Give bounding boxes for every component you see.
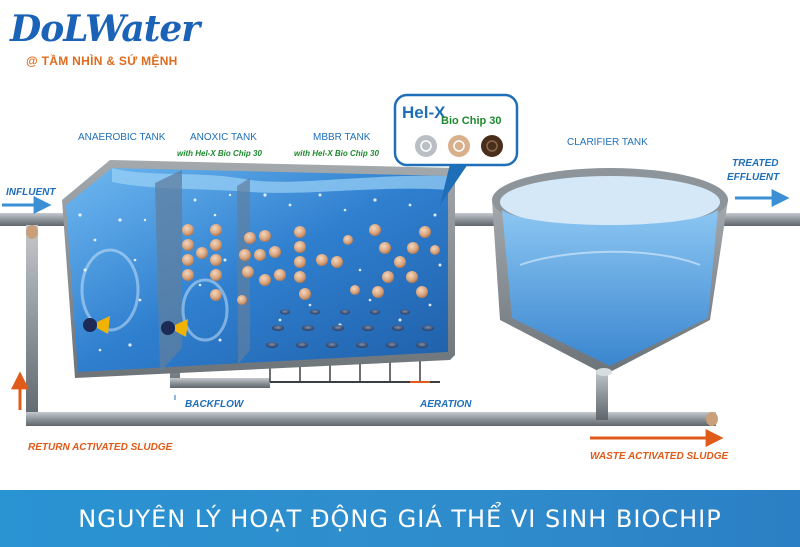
banner-title: NGUYÊN LÝ HOẠT ĐỘNG GIÁ THỂ VI SINH BIOC… bbox=[78, 504, 722, 533]
logo-tagline: @ TẦM NHÌN & SỨ MỆNH bbox=[26, 54, 178, 68]
clarifier-drain-pipe bbox=[596, 370, 608, 420]
chip-sample-grey bbox=[415, 135, 437, 157]
flow-arrows bbox=[2, 189, 790, 447]
clarifier-tank bbox=[492, 168, 728, 376]
return-sludge-riser bbox=[26, 225, 38, 425]
effluent-pipe bbox=[720, 213, 800, 226]
label-anoxic-sub: with Hel-X Bio Chip 30 bbox=[177, 149, 262, 158]
label-aeration: AERATION bbox=[419, 399, 472, 410]
brand-logo: DoLWater @ TẦM NHÌN & SỨ MỆNH bbox=[6, 2, 246, 82]
callout-product: Bio Chip 30 bbox=[441, 115, 502, 127]
chip-sample-tan bbox=[448, 135, 470, 157]
clarifier-rim-inner bbox=[500, 176, 720, 228]
title-banner: NGUYÊN LÝ HOẠT ĐỘNG GIÁ THỂ VI SINH BIOC… bbox=[0, 490, 800, 547]
mixing-swirl bbox=[80, 248, 140, 332]
air-bubbles bbox=[78, 193, 442, 352]
diagram-labels: ANAEROBIC TANK ANOXIC TANK with Hel-X Bi… bbox=[6, 132, 780, 462]
label-anaerobic-tank: ANAEROBIC TANK bbox=[78, 132, 166, 143]
label-return-sludge: RETURN ACTIVATED SLUDGE bbox=[28, 442, 173, 453]
sludge-bottom-pipe bbox=[26, 412, 716, 426]
tank-water bbox=[66, 168, 448, 372]
label-treated: TREATED bbox=[732, 158, 778, 169]
pipe-joint bbox=[706, 412, 718, 426]
label-clarifier-tank: CLARIFIER TANK bbox=[567, 137, 648, 148]
treatment-process-diagram: Hel-X Bio Chip 30 ANAEROBIC TANK ANOXIC … bbox=[0, 93, 800, 462]
label-backflow: BACKFLOW bbox=[185, 399, 245, 410]
mixer-icon bbox=[83, 316, 110, 334]
anaerobic-anoxic-divider bbox=[155, 170, 182, 372]
pipe-joint bbox=[26, 225, 38, 239]
bio-chips bbox=[182, 224, 440, 305]
mixing-swirl bbox=[181, 278, 229, 342]
label-influent: INFLUENT bbox=[6, 187, 56, 198]
clarifier-water bbox=[502, 210, 718, 366]
chip-sample-dark bbox=[481, 135, 503, 157]
label-waste-sludge: WASTE ACTIVATED SLUDGE bbox=[590, 451, 728, 462]
mixer-icon bbox=[161, 319, 188, 337]
influent-pipe bbox=[0, 213, 70, 226]
bio-chip-callout: Hel-X Bio Chip 30 bbox=[393, 93, 519, 205]
callout-brand: Hel-X bbox=[402, 103, 446, 122]
backflow-pipe bbox=[170, 378, 270, 388]
water-surface bbox=[112, 168, 448, 193]
label-mbbr-tank: MBBR TANK bbox=[313, 132, 371, 143]
bioreactor-tank bbox=[62, 160, 455, 378]
aeration-diffusers bbox=[266, 309, 434, 348]
label-effluent: EFFLUENT bbox=[727, 172, 780, 183]
label-anoxic-tank: ANOXIC TANK bbox=[190, 132, 257, 143]
label-mbbr-sub: with Hel-X Bio Chip 30 bbox=[294, 149, 379, 158]
logo-wordmark: DoLWater bbox=[10, 8, 200, 50]
